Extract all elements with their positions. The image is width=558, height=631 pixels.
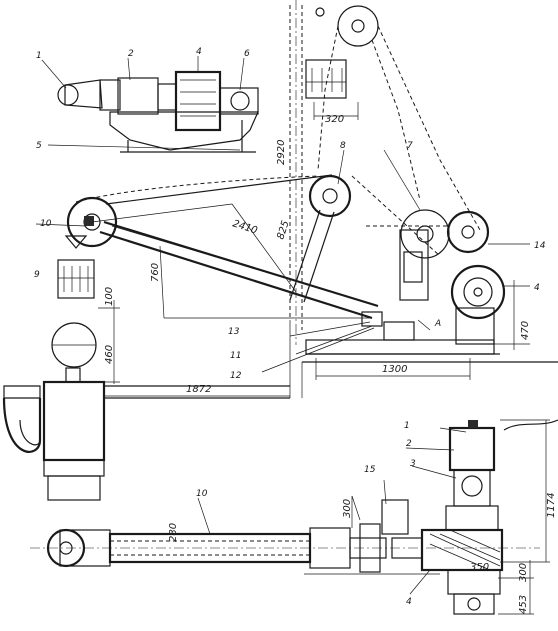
dim-1300: 1300 xyxy=(382,364,407,375)
dim-453: 453 xyxy=(518,595,529,614)
dim-280: 280 xyxy=(168,523,179,542)
plan-view xyxy=(30,419,550,615)
label-6-brake: 6 xyxy=(244,49,250,59)
dim-300-upper: 300 xyxy=(342,499,353,518)
label-2-plan-gearbox: 2 xyxy=(406,439,412,449)
dim-1872: 1872 xyxy=(186,384,211,395)
label-11-frame: 11 xyxy=(230,351,241,361)
vertical-elevator xyxy=(289,0,481,345)
hopper-assembly xyxy=(2,300,290,501)
label-9-bucket: 9 xyxy=(34,270,40,280)
label-1-drive-motor: 1 xyxy=(36,51,42,61)
label-5-frame: 5 xyxy=(36,141,42,151)
dim-300-lower: 300 xyxy=(518,563,529,582)
drive-unit-side-view xyxy=(41,56,259,153)
label-4-drive-sprocket: 4 xyxy=(534,283,540,293)
dim-825: 825 xyxy=(275,219,291,241)
dim-460: 460 xyxy=(104,345,115,364)
label-4-plan-drum: 4 xyxy=(406,597,412,607)
label-8-tension-pulley: 8 xyxy=(340,141,346,151)
inclined-conveyor xyxy=(35,149,383,373)
drive-station xyxy=(305,149,530,355)
label-14-guard: 14 xyxy=(534,241,546,251)
label-10-plan-conveyor: 10 xyxy=(196,489,208,499)
dim-760: 760 xyxy=(150,263,161,282)
label-13-support: 13 xyxy=(228,327,240,337)
dim-1174: 1174 xyxy=(546,493,557,518)
dim-2410: 2410 xyxy=(231,218,259,236)
label-1-plan-motor: 1 xyxy=(404,421,410,431)
label-7-chain: 7 xyxy=(407,141,413,151)
dim-100: 100 xyxy=(104,287,115,306)
dim-470: 470 xyxy=(520,321,531,340)
label-4-drive-drum: 4 xyxy=(196,47,202,57)
dim-2920: 2920 xyxy=(276,140,287,165)
dim-320: 320 xyxy=(325,114,344,125)
label-2-drive-gearbox: 2 xyxy=(128,49,134,59)
label-12-base: 12 xyxy=(230,371,242,381)
dim-350: 350 xyxy=(470,562,489,573)
label-15-bearing: 15 xyxy=(364,465,376,475)
label-10-tail-pulley: 10 xyxy=(40,219,52,229)
base-outline xyxy=(104,320,558,431)
label-3-plan-coupling: 3 xyxy=(410,459,416,469)
label-A-section: A xyxy=(434,319,441,329)
